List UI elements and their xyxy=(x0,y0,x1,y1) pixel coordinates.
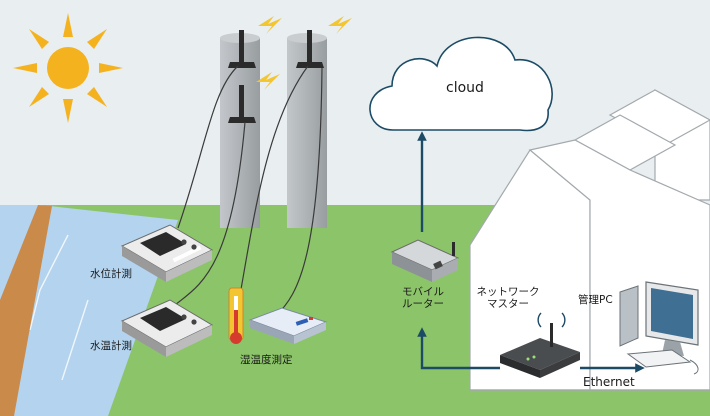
cloud-label: cloud xyxy=(446,80,484,96)
cloud-icon xyxy=(369,36,553,132)
network-master-label: ネットワーク マスター xyxy=(466,286,550,310)
mobile-router-label-line2: ルーター xyxy=(402,298,444,311)
antenna-icon xyxy=(228,30,256,68)
management-pc-icon xyxy=(619,281,699,375)
thermometer-icon xyxy=(228,287,244,344)
water-level-sensor xyxy=(120,224,214,282)
water-temperature-sensor xyxy=(120,299,214,357)
water-temperature-label: 水温計測 xyxy=(90,340,132,352)
network-master-device xyxy=(500,312,580,378)
data-flow-arrows xyxy=(417,131,645,373)
wireless-signal-icon xyxy=(256,16,352,90)
ethernet-label: Ethernet xyxy=(583,375,635,389)
mobile-router-label-line1: モバイル xyxy=(402,286,444,298)
mobile-router-label: モバイル ルーター xyxy=(388,286,458,310)
antenna-icon xyxy=(296,30,324,68)
mobile-router-device xyxy=(390,239,460,282)
humidity-temperature-label: 湿温度測定 xyxy=(240,354,293,366)
network-master-label-line2: マスター xyxy=(487,298,529,311)
river-bank xyxy=(0,205,52,416)
humidity-temperature-sensor xyxy=(248,307,328,344)
network-master-label-line1: ネットワーク xyxy=(476,286,540,298)
management-pc-label: 管理PC xyxy=(578,294,613,306)
sun-icon xyxy=(13,13,123,123)
sensor-cables xyxy=(174,65,323,317)
water-level-label: 水位計測 xyxy=(90,268,132,280)
antenna-icon xyxy=(228,85,256,123)
